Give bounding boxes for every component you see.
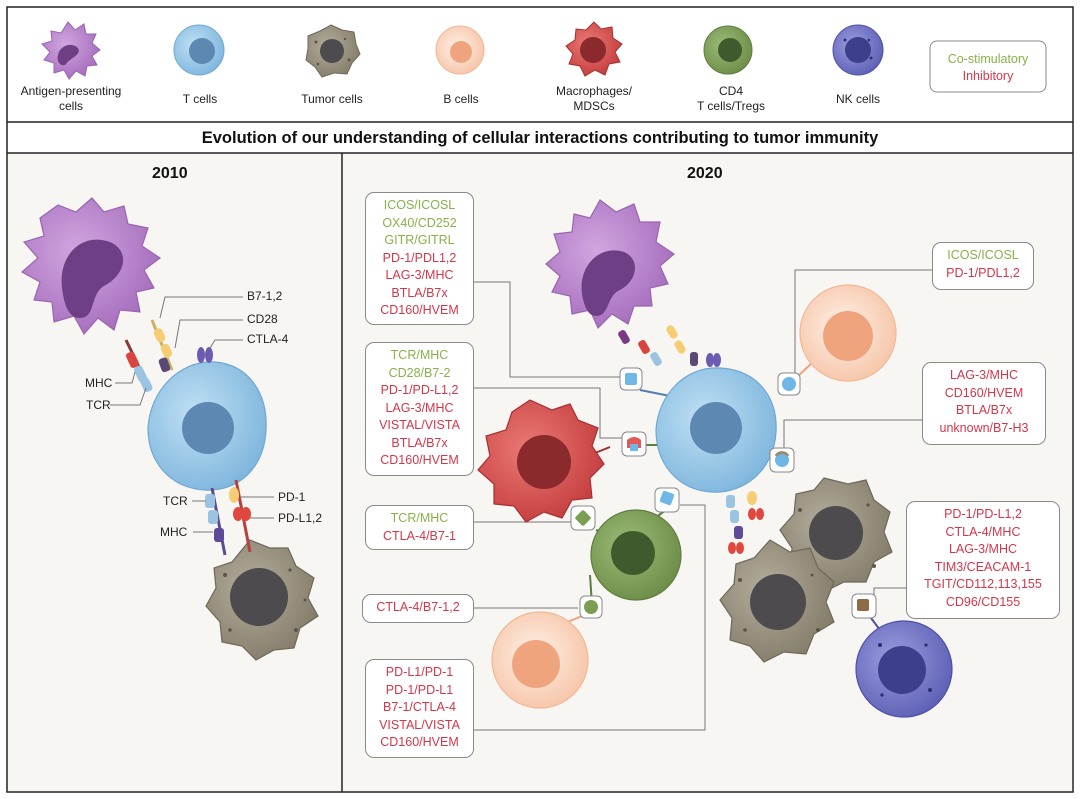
- box2-inhib-4: BTLA/B7x: [391, 435, 448, 450]
- box1-inhib-4: CD160/HVEM: [380, 303, 459, 317]
- legend-tumor-cell-icon: [305, 24, 361, 78]
- legend-label-cd4: CD4 T cells/Tregs: [696, 84, 765, 113]
- box1-inhib-2: LAG-3/MHC: [385, 268, 454, 282]
- label-cd28: CD28: [247, 312, 278, 326]
- box1-inhib-3: BTLA/B7x: [391, 285, 448, 300]
- box1-costim-1: ICOS/ICOSL: [383, 198, 456, 212]
- b-cell-2020-top: [799, 284, 897, 382]
- box2-costim-1: TCR/MHC: [390, 348, 449, 362]
- box1-inhib-1: PD-1/PDL1,2: [382, 250, 457, 265]
- box2-inhib-5: CD160/HVEM: [380, 453, 459, 467]
- label-ctla-4: CTLA-4: [247, 332, 289, 346]
- apc-cell-2010: [20, 197, 162, 336]
- box5-inhib-1: PD-L1/PD-1: [385, 665, 454, 679]
- legend-macrophage-icon: [565, 21, 623, 77]
- legend-key-costim: Co-stimulatory: [947, 52, 1029, 66]
- legend-label-tumor-cells: Tumor cells: [301, 92, 363, 106]
- box4-inhib-1: CTLA-4/B7-1,2: [376, 600, 460, 614]
- box3-costim-1: TCR/MHC: [390, 511, 449, 525]
- box7-inhib-3: BTLA/B7x: [955, 403, 1013, 417]
- box8-inhib-3: LAG-3/MHC: [948, 542, 1018, 556]
- box2-inhib-1: PD-1/PD-L1,2: [380, 383, 459, 397]
- legend-key-inhib: Inhibitory: [962, 69, 1014, 83]
- box8-inhib-4: TIM3/CEACAM-1: [934, 559, 1032, 574]
- legend-b-cell-icon: [435, 25, 485, 75]
- legend-label-macrophages: Macrophages/ MDSCs: [555, 84, 633, 113]
- legend-cd4-icon: [703, 25, 753, 75]
- box5-inhib-4: VISTAL/VISTA: [379, 717, 460, 732]
- box7-inhib-2: CD160/HVEM: [944, 385, 1024, 400]
- apc-cell-2020: [545, 199, 675, 330]
- leaders-2010: [110, 296, 274, 533]
- legend-t-cell-icon: [173, 24, 225, 76]
- figure-title: Evolution of our understanding of cellul…: [201, 129, 879, 147]
- box2-inhib-2: LAG-3/MHC: [385, 400, 454, 415]
- box1-costim-2: OX40/CD252: [382, 215, 457, 230]
- interaction-box-cd4-b: CTLA-4/B7-1,2: [362, 594, 474, 623]
- box8-inhib-6: CD96/CD155: [945, 594, 1021, 609]
- box7-inhib-4: unknown/B7-H3: [939, 420, 1029, 435]
- interaction-nodes-2020: [570, 367, 877, 619]
- box8-inhib-1: PD-1/PD-L1,2: [944, 507, 1022, 521]
- interaction-box-macrophage-t: TCR/MHC CD28/B7-2 PD-1/PD-L1,2 LAG-3/MHC…: [365, 342, 474, 476]
- legend-label-t-cells: T cells: [182, 92, 218, 106]
- box3-inhib-1: CTLA-4/B7-1: [383, 528, 456, 543]
- receptors-2020-apc-t: [618, 325, 721, 367]
- label-pd-1: PD-1: [278, 490, 306, 504]
- year-2010: 2010: [152, 165, 188, 182]
- receptors-2010-bottom: [205, 479, 252, 556]
- box2-inhib-3: VISTAL/VISTA: [379, 418, 460, 432]
- interaction-box-tumor-nk: PD-1/PD-L1,2 CTLA-4/MHC LAG-3/MHC TIM3/C…: [906, 501, 1060, 619]
- tumor-cell-2010: [205, 539, 319, 661]
- legend-label-apc: Antigen-presenting cells: [20, 84, 122, 113]
- interaction-box-t-tumor: LAG-3/MHC CD160/HVEM BTLA/B7x unknown/B7…: [922, 362, 1046, 445]
- legend-apc-icon: [41, 21, 101, 80]
- legend-key: Co-stimulatory Inhibitory: [930, 51, 1046, 85]
- nk-cell-2020: [855, 620, 953, 718]
- box6-inhib-1: PD-1/PDL1,2: [946, 265, 1020, 280]
- label-pd-l1-2: PD-L1,2: [278, 511, 323, 525]
- receptors-2010-top: [124, 319, 213, 393]
- label-tcr-bottom: TCR: [163, 494, 188, 508]
- box2-costim-2: CD28/B7-2: [388, 365, 451, 380]
- macrophage-2020: [477, 399, 605, 523]
- t-cell-2020: [655, 367, 777, 493]
- label-tcr-top: TCR: [86, 398, 111, 412]
- year-2020: 2020: [687, 165, 723, 182]
- box5-inhib-3: B7-1/CTLA-4: [383, 700, 456, 714]
- t-cell-2010: [147, 361, 267, 491]
- box8-inhib-5: TGIT/CD112,113,155: [924, 577, 1042, 591]
- box8-inhib-2: CTLA-4/MHC: [945, 524, 1021, 539]
- legend-label-nk-cells: NK cells: [835, 92, 880, 106]
- legend-key-box: [929, 40, 1047, 93]
- interaction-box-t-cd4: PD-L1/PD-1 PD-1/PD-L1 B7-1/CTLA-4 VISTAL…: [365, 659, 474, 758]
- box5-inhib-2: PD-1/PD-L1: [385, 682, 454, 697]
- label-b7-1-2: B7-1,2: [247, 289, 283, 303]
- cd4-cell-2020: [590, 509, 682, 601]
- box6-costim-1: ICOS/ICOSL: [947, 248, 1019, 262]
- box7-inhib-1: LAG-3/MHC: [949, 368, 1019, 382]
- legend-label-b-cells: B cells: [443, 92, 479, 106]
- interaction-box-macrophage-cd4: TCR/MHC CTLA-4/B7-1: [365, 505, 474, 550]
- receptors-2020-t-tumor: [726, 491, 764, 554]
- interaction-box-apc-t: ICOS/ICOSL OX40/CD252 GITR/GITRL PD-1/PD…: [365, 192, 474, 325]
- box5-inhib-5: CD160/HVEM: [380, 735, 459, 749]
- box1-costim-3: GITR/GITRL: [384, 233, 455, 247]
- label-mhc-top: MHC: [85, 376, 113, 390]
- interaction-box-t-b: ICOS/ICOSL PD-1/PDL1,2: [932, 242, 1034, 290]
- legend-nk-cell-icon: [832, 24, 884, 76]
- label-mhc-bottom: MHC: [160, 525, 188, 539]
- b-cell-2020-bottom: [491, 611, 589, 709]
- tumor-cell-2020-lower: [719, 539, 835, 663]
